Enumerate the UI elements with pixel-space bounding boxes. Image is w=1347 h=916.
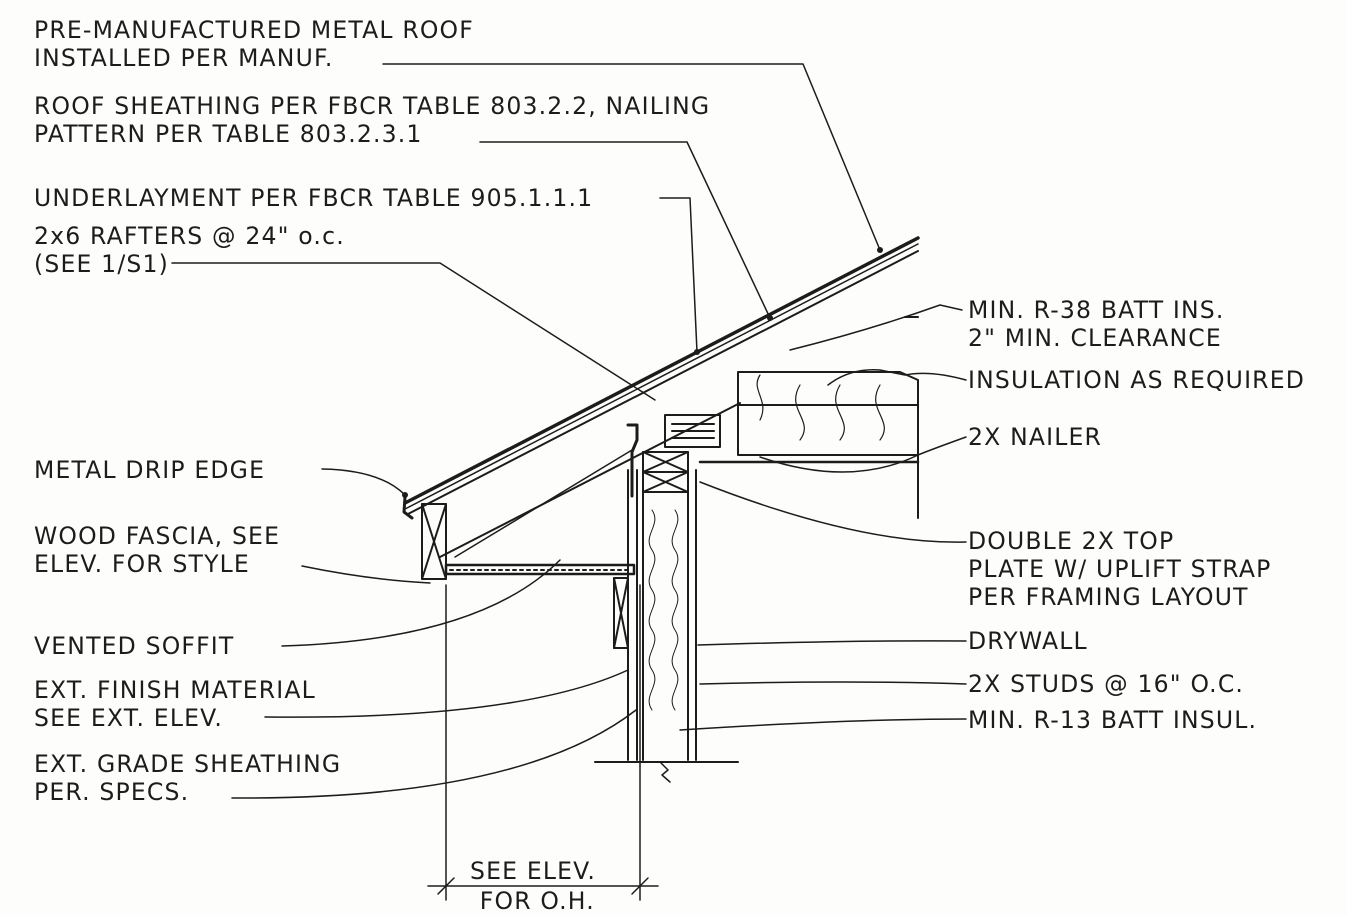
callout-text: DOUBLE 2X TOP — [968, 527, 1175, 555]
metal-roof-panel — [403, 236, 920, 510]
callout-text: 2X NAILER — [968, 423, 1103, 451]
eave-vent — [664, 414, 721, 448]
callout-text: SEE EXT. ELEV. — [34, 704, 224, 732]
callout-text: ELEV. FOR STYLE — [34, 550, 250, 578]
callout-metal-roof: PRE-MANUFACTURED METAL ROOF INSTALLED PE… — [34, 16, 474, 72]
dimension-text: SEE ELEV. — [470, 857, 597, 885]
top-plate — [642, 451, 689, 493]
stud-wall — [594, 469, 739, 783]
callout-vented-soffit: VENTED SOFFIT — [34, 632, 234, 660]
callout-text: PATTERN PER TABLE 803.2.3.1 — [34, 120, 423, 148]
callout-text: PER. SPECS. — [34, 778, 190, 806]
uplift-strap — [626, 423, 639, 498]
callout-batt-r13: MIN. R-13 BATT INSUL. — [968, 706, 1257, 734]
callout-text: DRYWALL — [968, 627, 1088, 655]
callout-insulation: INSULATION AS REQUIRED — [968, 366, 1305, 394]
callout-text: PER FRAMING LAYOUT — [968, 583, 1249, 611]
callout-text: MIN. R-13 BATT INSUL. — [968, 706, 1258, 734]
callout-text: EXT. FINISH MATERIAL — [34, 676, 316, 704]
callout-rafters: 2x6 RAFTERS @ 24" o.c. (SEE 1/S1) — [34, 222, 345, 278]
callout-text: ROOF SHEATHING PER FBCR TABLE 803.2.2, N… — [34, 92, 711, 120]
callout-underlayment: UNDERLAYMENT PER FBCR TABLE 905.1.1.1 — [34, 184, 593, 212]
wood-fascia — [421, 503, 447, 580]
callout-text: EXT. GRADE SHEATHING — [34, 750, 342, 778]
leader-lines — [171, 63, 967, 799]
callout-text: VENTED SOFFIT — [34, 632, 235, 660]
roof-sheathing — [407, 250, 919, 515]
callout-wood-fascia: WOOD FASCIA, SEE ELEV. FOR STYLE — [34, 522, 280, 578]
callout-text: PLATE W/ UPLIFT STRAP — [968, 555, 1272, 583]
dimension-text: FOR O.H. — [479, 887, 595, 915]
leader-arrows — [402, 247, 883, 498]
callout-metal-drip-edge: METAL DRIP EDGE — [34, 456, 265, 484]
callout-batt-r38: MIN. R-38 BATT INS. 2" MIN. CLEARANCE — [968, 296, 1225, 352]
callout-text: UNDERLAYMENT PER FBCR TABLE 905.1.1.1 — [34, 184, 594, 212]
ceiling-insulation — [698, 371, 920, 519]
callout-roof-sheathing: ROOF SHEATHING PER FBCR TABLE 803.2.2, N… — [34, 92, 710, 148]
callout-text: 2" MIN. CLEARANCE — [968, 324, 1222, 352]
callout-studs: 2X STUDS @ 16" O.C. — [968, 670, 1244, 698]
vented-soffit — [444, 563, 636, 576]
callout-text: INSULATION AS REQUIRED — [968, 366, 1306, 394]
callout-text: MIN. R-38 BATT INS. — [968, 296, 1225, 324]
callout-ext-sheathing: EXT. GRADE SHEATHING PER. SPECS. — [34, 750, 341, 806]
callout-nailer: 2X NAILER — [968, 423, 1102, 451]
callout-ext-finish: EXT. FINISH MATERIAL SEE EXT. ELEV. — [34, 676, 316, 732]
overhang-dimension — [427, 584, 659, 901]
callout-text: WOOD FASCIA, SEE — [34, 522, 281, 550]
callout-text: (SEE 1/S1) — [34, 250, 170, 278]
blocking — [613, 577, 629, 649]
callout-text: PRE-MANUFACTURED METAL ROOF — [34, 16, 474, 44]
callout-text: 2x6 RAFTERS @ 24" o.c. — [34, 222, 345, 250]
drip-edge — [402, 495, 414, 520]
callout-top-plate: DOUBLE 2X TOP PLATE W/ UPLIFT STRAP PER … — [968, 527, 1272, 611]
callout-text: METAL DRIP EDGE — [34, 456, 266, 484]
overhang-dimension-text: SEE ELEV. FOR O.H. — [470, 856, 596, 916]
callout-text: INSTALLED PER MANUF. — [34, 44, 334, 72]
callout-text: 2X STUDS @ 16" O.C. — [968, 670, 1245, 698]
callout-drywall: DRYWALL — [968, 627, 1088, 655]
